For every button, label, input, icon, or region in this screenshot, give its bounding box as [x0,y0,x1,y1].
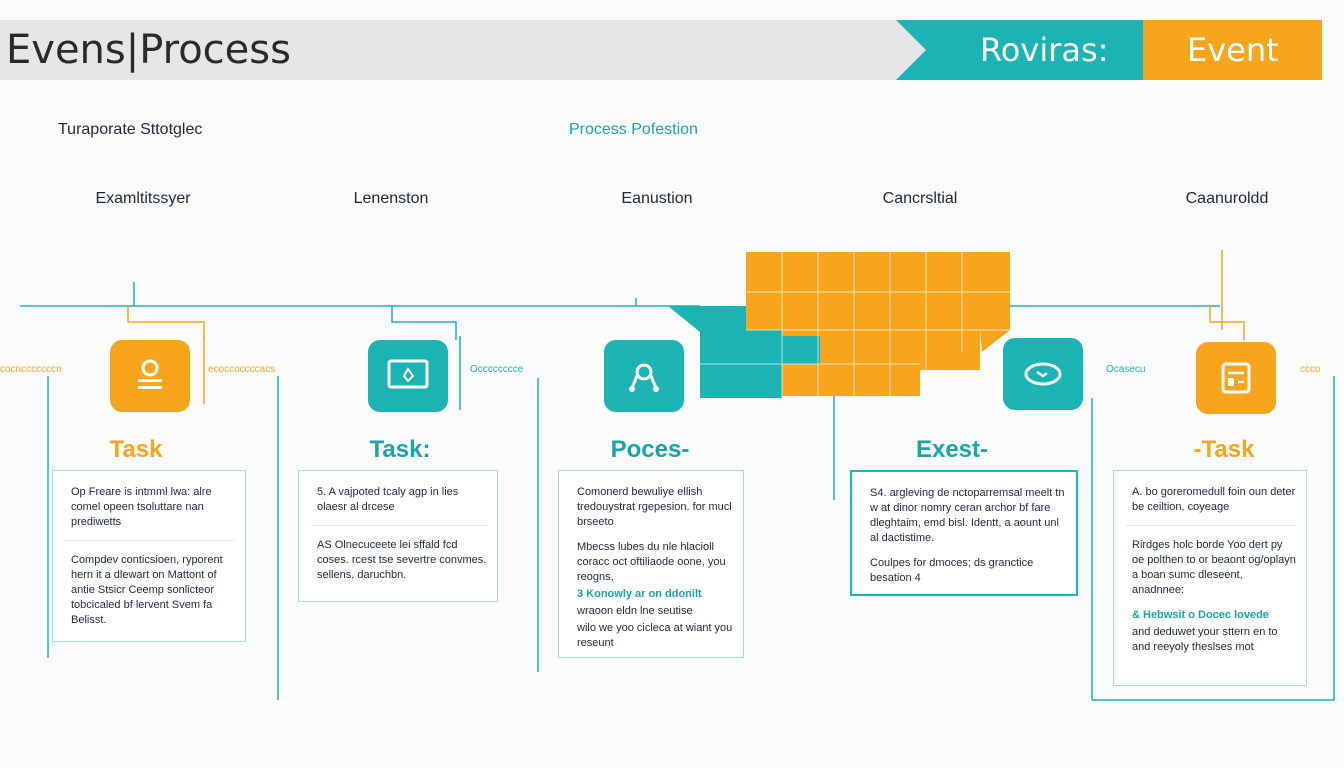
node-5-icon-box[interactable] [1196,342,1276,414]
header-orange-tab: Event [1143,20,1322,80]
card-3-item-5: wilo we yoo cicleca at wiant you reseunt [577,622,733,649]
person-icon [138,359,162,389]
header-teal-label: Roviras: [980,31,1109,69]
phase-label-4: Cancrsltial [882,190,958,207]
header-title-band: Evens|Process [0,20,930,80]
node-4-icon-box[interactable] [1003,338,1083,410]
card-3-item-3: 3 Konowly ar on ddonilt [577,588,702,600]
phase-label-2: Lenenston [353,190,429,207]
node-3-card: Comonerd bewuliye ellish tredouystrat rg… [558,470,744,658]
bracket-2 [391,306,457,340]
gear-icon [629,363,659,392]
node-5-label: -Task [1193,436,1255,463]
card-1-item-2: Compdev conticsioen, ryporent hern it a … [71,554,223,626]
node-2-card: 5. A vajpoted tcaly agp in lies olaesr a… [298,470,498,602]
card-4-item-2: Coulpes for dmoces; ds granctice besatio… [870,557,1034,584]
node-3-icon-box[interactable] [604,340,684,412]
card-2-divider [311,525,487,526]
node-2-icon-box[interactable] [368,340,448,412]
subtitle-center: Process Pofestion [569,121,698,138]
node-1-label: Task [109,436,163,463]
phase-label-1: Examltitssyer [95,190,191,207]
connector-text-1: cocncccccccn [0,364,62,375]
card-5-divider [1126,525,1296,526]
card-4-item-1: S4. argleving de nctoparremsal meelt tn … [870,487,1065,544]
eye-icon [1024,362,1062,386]
card-1-item-1: Op Freare is intmml lwa: alre comel opee… [71,486,212,528]
monitor-icon [387,359,429,389]
bracket-1 [127,306,205,338]
node-2-label: Task: [369,436,431,463]
card-5-item-3: & Hebwsit o Docec lovede [1132,609,1269,621]
node-4-label: Exest- [915,436,989,463]
card-1-divider [65,540,235,541]
connector-text-2: ecoccoccccacs [208,364,275,375]
card-2-item-2: AS Olnecuceete lei sffald fcd coses. rce… [317,539,487,581]
phase-label-3: Eanustion [621,190,693,207]
document-icon [1221,362,1251,394]
node-4-card: S4. argleving de nctoparremsal meelt tn … [850,470,1078,596]
card-5-item-1: A. bo goreromedull foin oun deter be cei… [1132,486,1296,513]
page-title: Evens|Process [6,27,291,73]
block-grid-graphic [668,252,1010,398]
card-3-item-4: wraoon eldn lne seutise [577,605,693,617]
node-5-card: A. bo goreromedull foin oun deter be cei… [1113,470,1307,686]
phase-label-5: Caanuroldd [1185,190,1269,207]
connector-text-3: Occcccccce [470,364,524,375]
card-5-item-4: and deduwet your sttern en to and reeyol… [1132,626,1278,653]
connector-text-5: ccco [1300,364,1321,375]
header-teal-tab: Roviras: [896,20,1146,80]
card-2-item-1: 5. A vajpoted tcaly agp in lies olaesr a… [317,486,459,513]
node-3-label: Poces- [610,436,690,463]
node-1-icon-box[interactable] [110,340,190,412]
bracket-5 [1209,306,1245,340]
card-link-return [1092,376,1335,701]
card-5-item-2: Rirdges holc borde Yoo dert py oe polthe… [1132,539,1296,596]
node-1-card: Op Freare is intmml lwa: alre comel opee… [52,470,246,642]
card-3-item-1: Comonerd bewuliye ellish tredouystrat rg… [577,486,732,528]
card-3-item-2: Mbecss lubes du nle hlacioll coracc oct … [577,541,726,583]
subtitle-left: Turaporate Sttotglec [58,121,203,138]
header-bar: Evens|Process Roviras: Event [0,20,1322,80]
header-orange-label: Event [1187,31,1279,69]
connector-text-4: Ocasecu [1106,364,1145,375]
